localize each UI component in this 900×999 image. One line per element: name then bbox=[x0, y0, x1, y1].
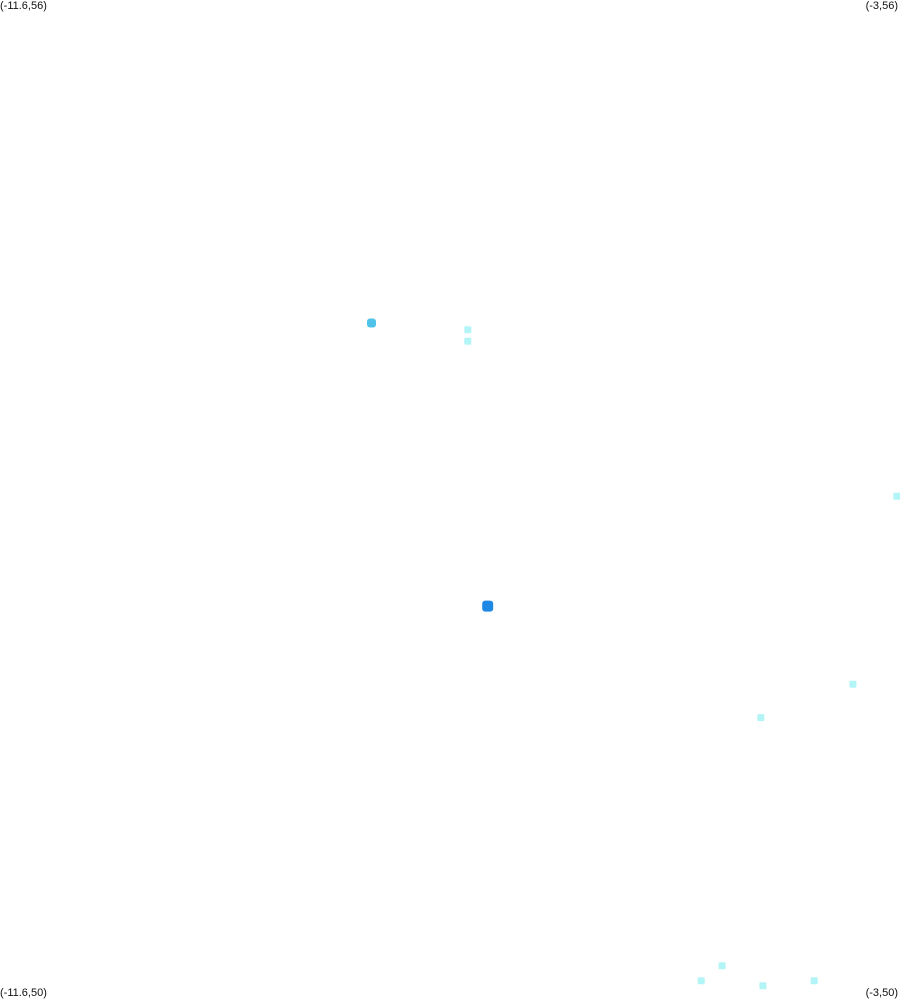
map-point-9 bbox=[697, 977, 705, 985]
map-point-7 bbox=[757, 714, 765, 722]
map-point-10 bbox=[759, 982, 767, 990]
map-point-4 bbox=[893, 492, 900, 500]
map-point-11 bbox=[810, 977, 818, 985]
corner-label-bottom-left: (-11.6,50) bbox=[0, 987, 47, 999]
map-point-8 bbox=[718, 962, 726, 970]
map-point-3 bbox=[464, 337, 472, 345]
map-point-5 bbox=[482, 600, 494, 612]
map-point-6 bbox=[849, 680, 857, 688]
corner-label-top-right: (-3,56) bbox=[865, 0, 898, 12]
map-point-2 bbox=[464, 326, 472, 334]
corner-label-top-left: (-11.6,56) bbox=[0, 0, 47, 12]
map-point-1 bbox=[367, 318, 376, 328]
corner-label-bottom-right: (-3,50) bbox=[865, 987, 898, 999]
